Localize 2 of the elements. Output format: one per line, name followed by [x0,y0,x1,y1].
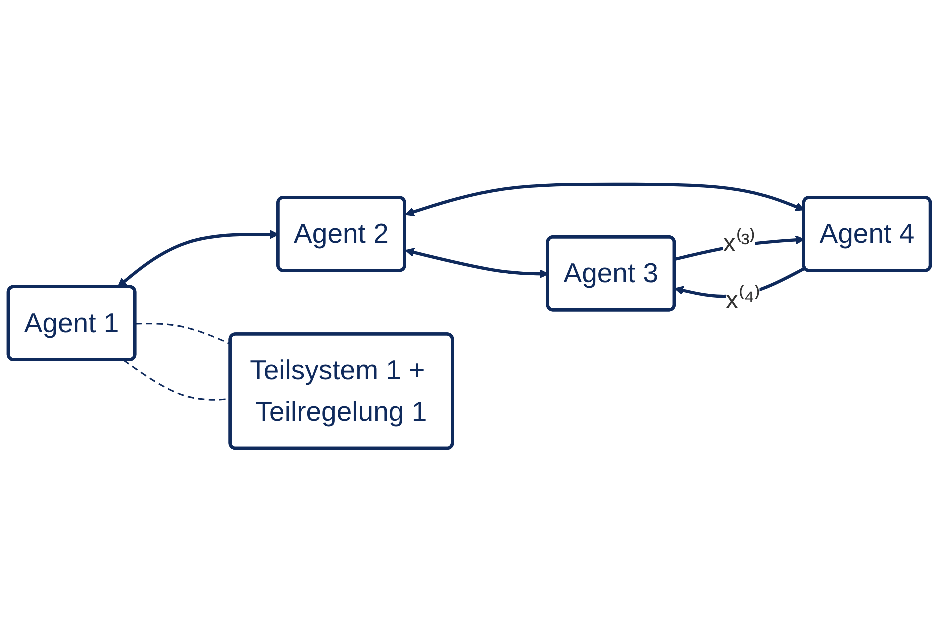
edge-label: x⁽⁴⁾ [726,286,760,315]
edge-label: x⁽³⁾ [723,229,756,258]
